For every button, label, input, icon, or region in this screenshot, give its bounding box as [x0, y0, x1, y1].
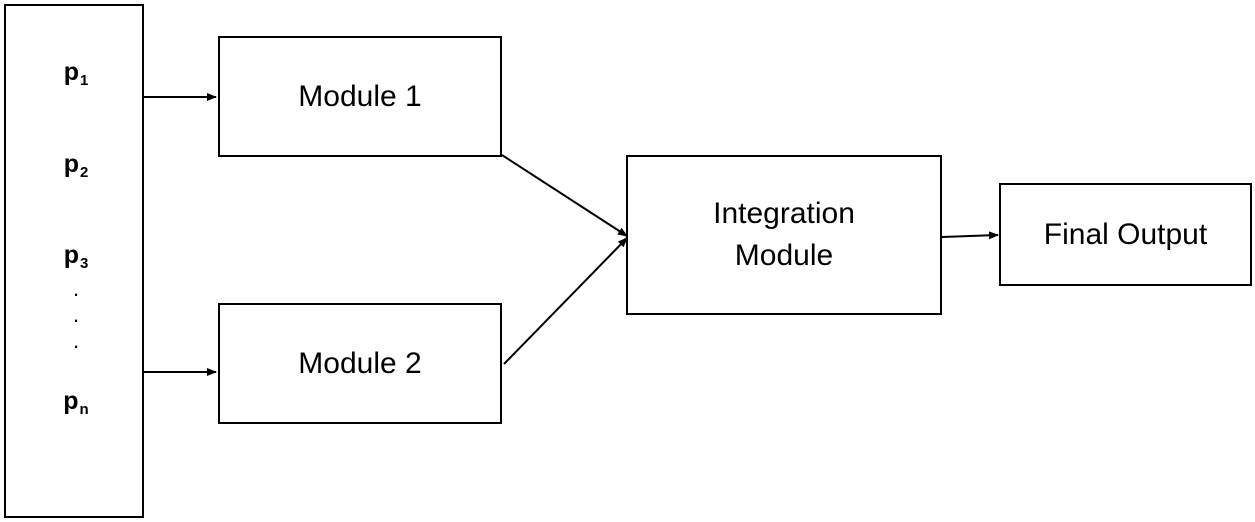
param-p3-subscript: 3: [79, 255, 89, 272]
ellipsis-dot-3: .: [72, 328, 80, 353]
param-p1-base: p: [63, 58, 79, 86]
final-output-box: Final Output: [999, 183, 1252, 286]
integration-module-label-line-2: Module: [734, 239, 834, 272]
module-1-box: Module 1: [218, 36, 502, 157]
param-p2-subscript: 2: [79, 164, 89, 181]
module-2-label: Module 2: [298, 346, 422, 380]
input-parameters-box: p1 p2 p3 . . . pn: [4, 4, 144, 518]
ellipsis-dot-2: .: [72, 302, 80, 327]
module-2-box: Module 2: [218, 303, 502, 424]
arrow-module-1-to-integration: [501, 154, 628, 237]
ellipsis-dot-1: .: [72, 276, 80, 301]
integration-module-label-line-1: Integration: [713, 197, 855, 230]
param-p3-base: p: [63, 241, 79, 269]
param-p1: p1: [6, 58, 146, 90]
integration-module-label: Integration Module: [713, 193, 855, 277]
param-p2: p2: [6, 150, 146, 182]
param-p2-base: p: [63, 150, 79, 178]
arrow-module-2-to-integration: [503, 237, 628, 365]
integration-module-box: Integration Module: [626, 155, 942, 315]
module-1-label: Module 1: [298, 79, 422, 113]
param-p1-subscript: 1: [79, 72, 89, 89]
param-pn: pn: [6, 387, 146, 419]
param-pn-subscript: n: [79, 401, 89, 418]
final-output-label: Final Output: [1043, 217, 1208, 251]
param-pn-base: p: [63, 387, 79, 415]
arrow-integration-to-final-output: [941, 231, 999, 240]
param-p3: p3: [6, 241, 146, 273]
